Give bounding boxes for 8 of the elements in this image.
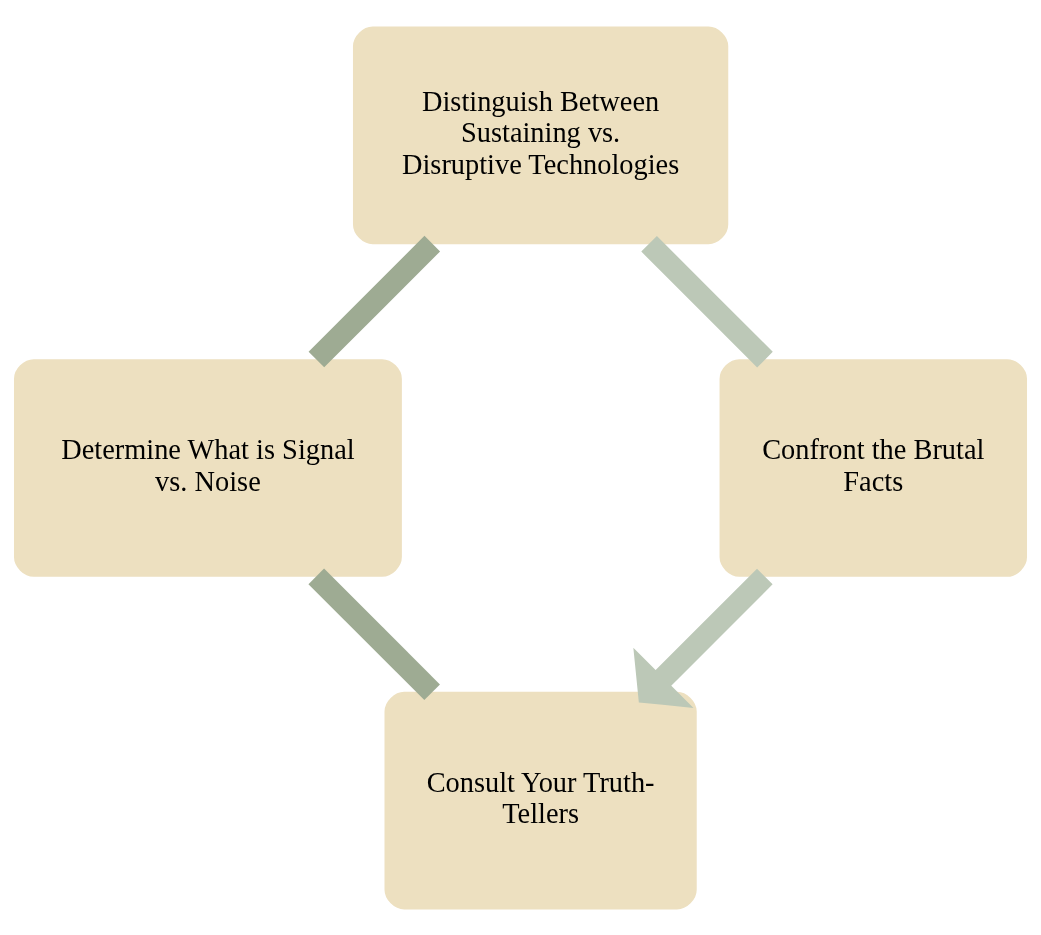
- arrow: [633, 568, 773, 708]
- node-box: Determine What is Signal vs. Noise: [13, 358, 402, 577]
- connector: [308, 235, 441, 367]
- connector: [641, 235, 773, 367]
- node-box: Distinguish Between Sustaining vs. Disruptive Technologies: [352, 26, 729, 244]
- connector: [308, 568, 440, 700]
- node-box: Confront the Brutal Facts: [719, 358, 1028, 577]
- node-box: Consult Your Truth-Tellers: [384, 691, 697, 909]
